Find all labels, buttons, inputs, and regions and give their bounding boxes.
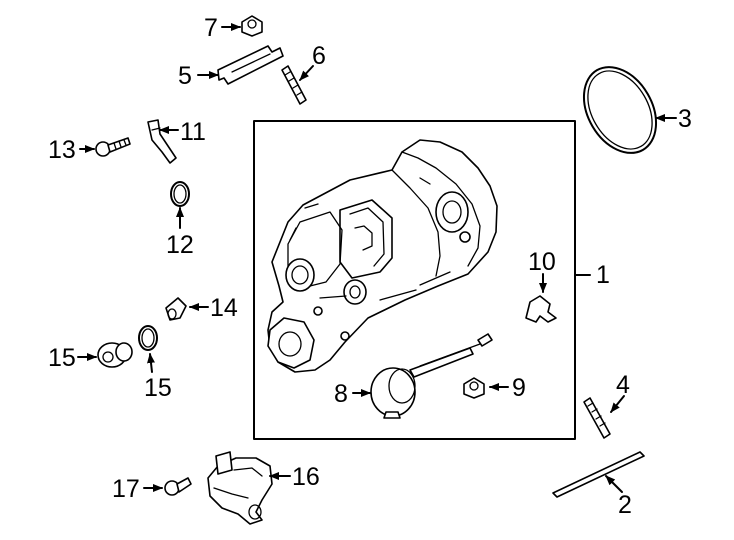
callout-8: 8 xyxy=(334,380,348,408)
clip-part xyxy=(525,295,557,323)
assembly-frame xyxy=(253,120,576,440)
large-o-ring-part xyxy=(582,66,658,154)
fitting-part xyxy=(165,297,187,321)
turbocharger-housing-part xyxy=(267,139,498,373)
sensor-part xyxy=(147,119,177,164)
callout-2: 2 xyxy=(618,491,632,519)
callout-7: 7 xyxy=(204,14,218,42)
leader-15b xyxy=(147,353,155,373)
stud-part xyxy=(583,397,611,439)
leader-2 xyxy=(605,475,623,493)
washer-part-15 xyxy=(138,325,158,351)
callout-5: 5 xyxy=(178,62,192,90)
callout-1: 1 xyxy=(596,261,610,289)
callout-6: 6 xyxy=(312,42,326,70)
callout-13: 13 xyxy=(48,136,76,164)
gasket-strip-part xyxy=(552,451,645,498)
callout-14: 14 xyxy=(210,294,238,322)
leader-4 xyxy=(610,395,625,413)
callout-16: 16 xyxy=(292,463,320,491)
bypass-valve-part xyxy=(207,451,273,525)
stud-part-6 xyxy=(281,65,307,105)
bolt-part-17 xyxy=(164,477,192,496)
heat-shield-bracket-part xyxy=(217,45,284,85)
callout-15b: 15 xyxy=(144,374,172,402)
nut-part-7 xyxy=(241,15,263,37)
nut-part-9 xyxy=(463,377,485,399)
callout-3: 3 xyxy=(678,105,692,133)
callout-9: 9 xyxy=(512,374,526,402)
plug-part xyxy=(97,342,133,368)
washer-part-12 xyxy=(170,181,190,207)
leader-6 xyxy=(299,65,314,81)
callout-10: 10 xyxy=(528,248,556,276)
callout-15a: 15 xyxy=(48,344,76,372)
callout-4: 4 xyxy=(616,371,630,399)
callout-12: 12 xyxy=(166,231,194,259)
callout-17: 17 xyxy=(112,475,140,503)
callout-11: 11 xyxy=(180,118,206,146)
actuator-part xyxy=(370,333,493,419)
bolt-part-13 xyxy=(95,137,131,157)
